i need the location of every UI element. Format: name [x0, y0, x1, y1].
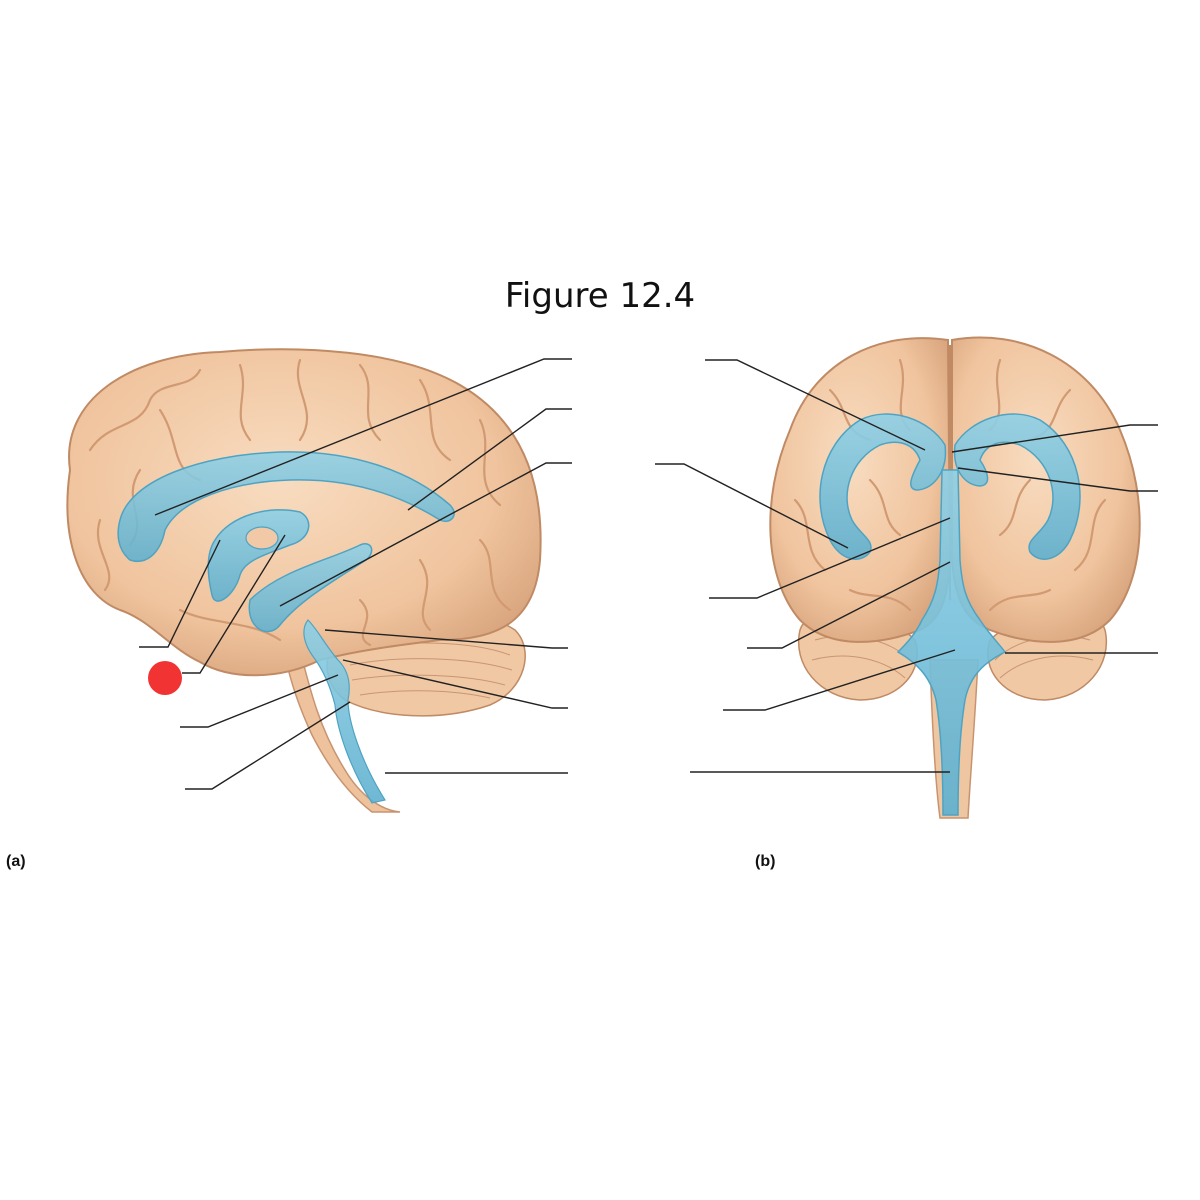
panel-b-label: (b)	[755, 853, 776, 870]
leader-b-6	[747, 561, 951, 649]
red-dot-marker	[148, 661, 182, 695]
central-ventricle-system-b	[896, 469, 1007, 816]
interthalamic-adhesion-a	[245, 526, 279, 550]
leader-b-1	[705, 359, 926, 451]
leader-b-3	[957, 467, 1158, 492]
leader-b-5	[709, 517, 951, 599]
leader-a-6	[324, 629, 568, 649]
anterior-brain-view	[769, 336, 1141, 819]
leader-b-4	[655, 463, 849, 549]
leader-a-1	[154, 358, 572, 516]
leader-a-9	[185, 701, 351, 790]
right-lateral-ventricle-b	[953, 413, 1081, 560]
leader-lines-a	[139, 358, 572, 790]
leader-lines-b	[655, 359, 1158, 773]
leader-a-2	[407, 408, 572, 511]
figure-title: Figure 12.4	[504, 276, 696, 316]
leader-a-7	[342, 659, 568, 709]
cerebellum-folia-a	[349, 642, 513, 699]
leader-a-3	[279, 462, 572, 607]
cerebrum-left-hemisphere-b	[769, 337, 952, 643]
leader-a-8	[180, 674, 339, 728]
leader-b-8	[723, 649, 956, 711]
lateral-ventricle-a	[117, 451, 455, 562]
third-ventricle-a	[207, 509, 310, 602]
panel-a-label: (a)	[6, 853, 26, 870]
cerebrum-a	[66, 348, 542, 677]
leader-a-5	[182, 534, 286, 674]
cerebral-aqueduct-a	[303, 619, 386, 804]
lateral-brain-view	[66, 348, 542, 813]
leader-b-2	[951, 424, 1158, 453]
leader-a-4	[139, 539, 221, 648]
cerebrum-right-hemisphere-b	[951, 336, 1141, 643]
left-lateral-ventricle-b	[819, 413, 947, 560]
